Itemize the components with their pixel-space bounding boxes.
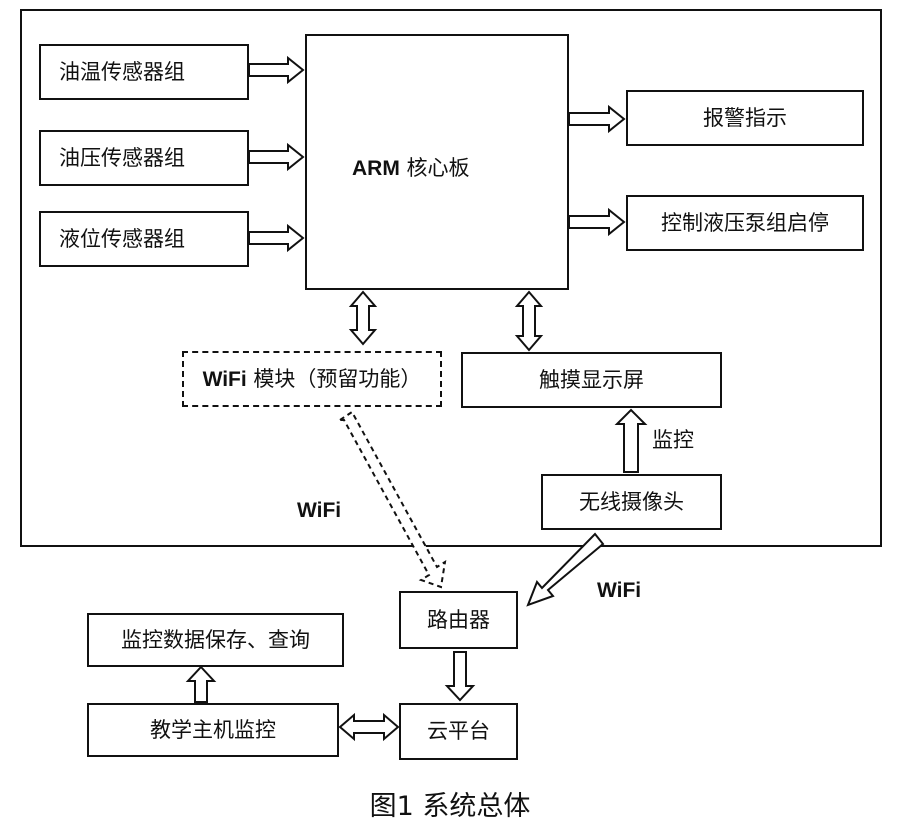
wifi-label-left: WiFi xyxy=(297,499,342,522)
arrow-router-to-cloud xyxy=(444,651,476,702)
touchscreen-label: 触摸显示屏 xyxy=(539,367,644,392)
cloud-platform-label: 云平台 xyxy=(427,719,490,743)
monitor-label: 监控 xyxy=(652,428,694,452)
cloud-platform: 云平台 xyxy=(399,703,518,760)
router-label: 路由器 xyxy=(427,607,490,632)
touchscreen: 触摸显示屏 xyxy=(461,352,722,408)
wifi-module: WiFi 模块（预留功能） xyxy=(182,351,442,407)
pump-control-label: 控制液压泵组启停 xyxy=(661,210,829,235)
arrow-core-wifi-module xyxy=(348,290,378,346)
system-frame xyxy=(20,9,882,547)
arrow-camera-to-touchscreen xyxy=(614,408,648,473)
pump-control: 控制液压泵组启停 xyxy=(626,195,864,251)
arrow-oil-temp-to-core xyxy=(248,55,305,85)
teaching-host-label: 教学主机监控 xyxy=(150,717,276,742)
sensor-level: 液位传感器组 xyxy=(39,211,249,267)
arrow-core-to-alarm xyxy=(568,104,626,134)
arm-core-suffix: 核心板 xyxy=(399,156,470,180)
alarm-indicator: 报警指示 xyxy=(626,90,864,146)
wifi-module-prefix: WiFi xyxy=(202,367,247,391)
arrow-core-touchscreen xyxy=(514,290,544,352)
wifi-module-suffix: 模块（预留功能） xyxy=(246,366,422,391)
sensor-oil-temp: 油温传感器组 xyxy=(39,44,249,100)
arrow-host-cloud xyxy=(338,712,400,742)
arrow-camera-to-router xyxy=(526,532,605,607)
arm-core-prefix: ARM xyxy=(352,157,400,180)
arrow-host-to-datastore xyxy=(185,665,217,703)
teaching-host: 教学主机监控 xyxy=(87,703,339,757)
arrow-core-to-pump xyxy=(568,207,626,237)
wireless-camera: 无线摄像头 xyxy=(541,474,722,530)
alarm-indicator-label: 报警指示 xyxy=(703,105,787,130)
arm-core-label: ARM 核心板 xyxy=(352,156,470,180)
arm-core-board: ARM 核心板 xyxy=(305,34,569,290)
figure-caption: 图1 系统总体 xyxy=(369,791,531,822)
arrow-oil-pressure-to-core xyxy=(248,142,305,172)
arrow-wifi-module-to-router xyxy=(336,410,447,589)
wifi-module-label: WiFi 模块（预留功能） xyxy=(202,366,422,391)
sensor-oil-pressure: 油压传感器组 xyxy=(39,130,249,186)
wifi-label-right: WiFi xyxy=(597,579,642,602)
arrow-level-to-core xyxy=(248,223,305,253)
data-store: 监控数据保存、查询 xyxy=(87,613,344,667)
wireless-camera-label: 无线摄像头 xyxy=(579,489,684,514)
sensor-level-label: 液位传感器组 xyxy=(59,226,185,251)
sensor-oil-temp-label: 油温传感器组 xyxy=(59,59,185,84)
sensor-oil-pressure-label: 油压传感器组 xyxy=(59,145,185,170)
data-store-label: 监控数据保存、查询 xyxy=(121,627,310,652)
router: 路由器 xyxy=(399,591,518,649)
